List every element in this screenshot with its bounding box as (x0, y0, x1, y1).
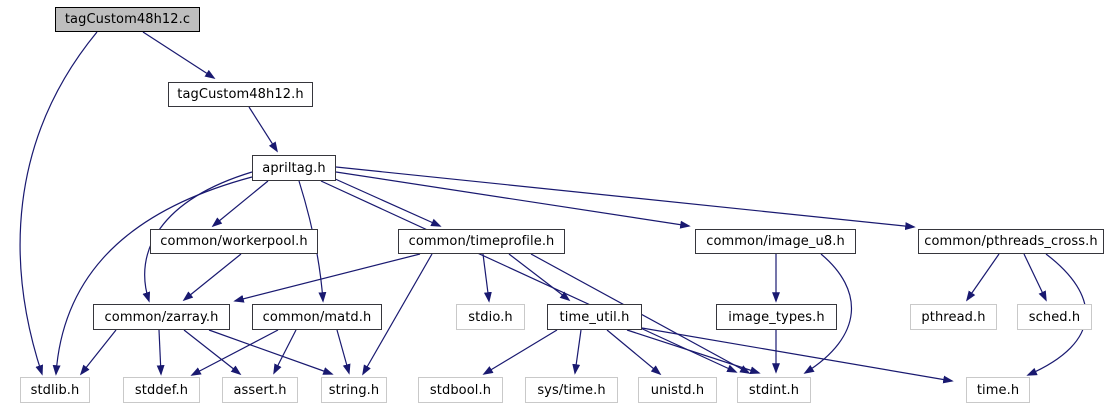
node-pthreads_cross[interactable]: common/pthreads_cross.h (918, 229, 1104, 254)
edge-zarray-string (208, 329, 334, 375)
node-time: time.h (966, 377, 1030, 403)
edge-time_util-stdint (626, 329, 761, 375)
edge-time_util-systime (572, 329, 582, 375)
node-string: string.h (321, 377, 387, 403)
edge-apriltag-timeprofile (332, 177, 442, 227)
node-stdint: stdint.h (737, 377, 811, 403)
edge-pthreads_cross-pthread (965, 253, 1000, 302)
node-stdbool: stdbool.h (418, 377, 503, 403)
node-pthread: pthread.h (910, 304, 997, 330)
node-workerpool[interactable]: common/workerpool.h (150, 229, 318, 254)
node-stdlib: stdlib.h (20, 377, 90, 403)
edge-timeprofile-string (362, 253, 433, 376)
edge-tagcustom_c-tagcustom_h (142, 31, 216, 79)
node-unistd: unistd.h (638, 377, 717, 403)
edge-apriltag-workerpool (211, 180, 269, 228)
node-apriltag[interactable]: apriltag.h (252, 155, 336, 181)
node-tagcustom_h[interactable]: tagCustom48h12.h (168, 82, 313, 107)
edge-apriltag-stdint (320, 180, 738, 373)
node-matd[interactable]: common/matd.h (252, 304, 382, 330)
node-image_u8[interactable]: common/image_u8.h (695, 229, 856, 254)
edge-time_util-unistd (606, 329, 662, 376)
edge-zarray-stdlib (79, 329, 117, 376)
edge-apriltag-pthreads_cross (335, 166, 916, 231)
edge-apriltag-stdlib (52, 176, 253, 376)
node-stdio: stdio.h (456, 304, 525, 330)
edge-tagcustom_h-apriltag (248, 106, 278, 153)
edge-tagcustom_c-stdlib (19, 31, 98, 376)
node-zarray[interactable]: common/zarray.h (93, 304, 230, 330)
edge-timeprofile-stdio (482, 253, 492, 303)
node-tagcustom_c: tagCustom48h12.c (55, 7, 200, 32)
edge-zarray-assert (183, 329, 242, 376)
edge-pthreads_cross-sched (1023, 253, 1047, 302)
edge-apriltag-zarray (142, 171, 253, 303)
edge-zarray-stddef (156, 329, 165, 376)
edge-workerpool-zarray (182, 253, 242, 302)
node-systime: sys/time.h (525, 377, 618, 403)
node-image_types[interactable]: image_types.h (716, 304, 837, 330)
edge-timeprofile-zarray (233, 253, 421, 303)
edge-apriltag-image_u8 (335, 171, 691, 229)
node-sched: sched.h (1017, 304, 1092, 330)
edge-time_util-time (641, 327, 954, 384)
edge-timeprofile-time_util (508, 253, 571, 302)
node-stddef: stddef.h (123, 377, 200, 403)
edge-matd-stddef (190, 329, 279, 376)
edge-matd-assert (273, 329, 297, 375)
node-timeprofile[interactable]: common/timeprofile.h (398, 229, 565, 254)
node-assert: assert.h (222, 377, 298, 403)
edge-time_util-stdbool (482, 329, 558, 375)
edge-matd-string (336, 329, 351, 375)
node-time_util[interactable]: time_util.h (547, 304, 642, 330)
